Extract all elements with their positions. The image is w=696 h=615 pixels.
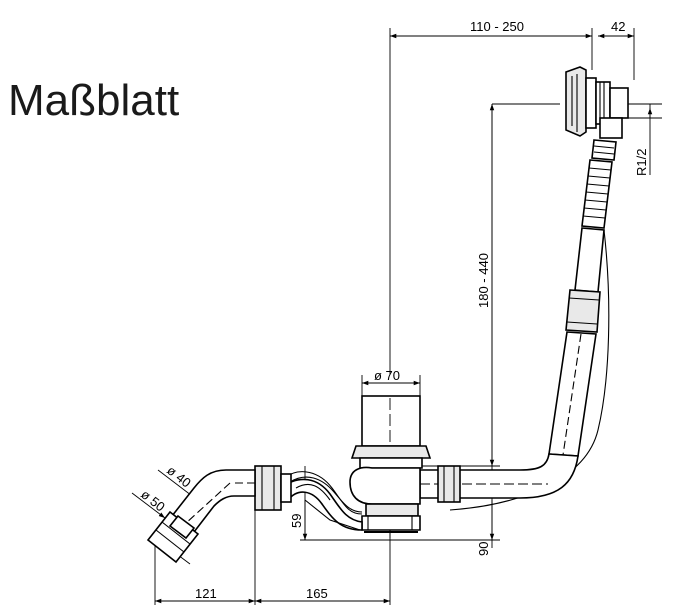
dim-thread: R1/2 (634, 149, 649, 176)
outlet (146, 465, 292, 564)
dim-outlet-length: 121 (195, 586, 217, 601)
page-title: Maßblatt (8, 76, 180, 125)
waste-drain (349, 375, 432, 540)
dim-outlet-diameter-50: ø 50 (138, 487, 168, 515)
dim-floor-height: 90 (476, 542, 491, 556)
dim-drain-height: 59 (289, 514, 304, 528)
dim-overflow-offset: 110 - 250 (470, 19, 524, 34)
overflow-pipe (449, 227, 610, 511)
overflow-head (565, 66, 629, 229)
trap (278, 471, 363, 531)
dim-trap-length: 165 (306, 586, 328, 601)
drain-pipe (419, 453, 579, 503)
dim-overflow-width: 42 (611, 19, 625, 34)
dim-waste-diameter: ø 70 (374, 368, 400, 383)
dim-overflow-height: 180 - 440 (476, 253, 491, 308)
